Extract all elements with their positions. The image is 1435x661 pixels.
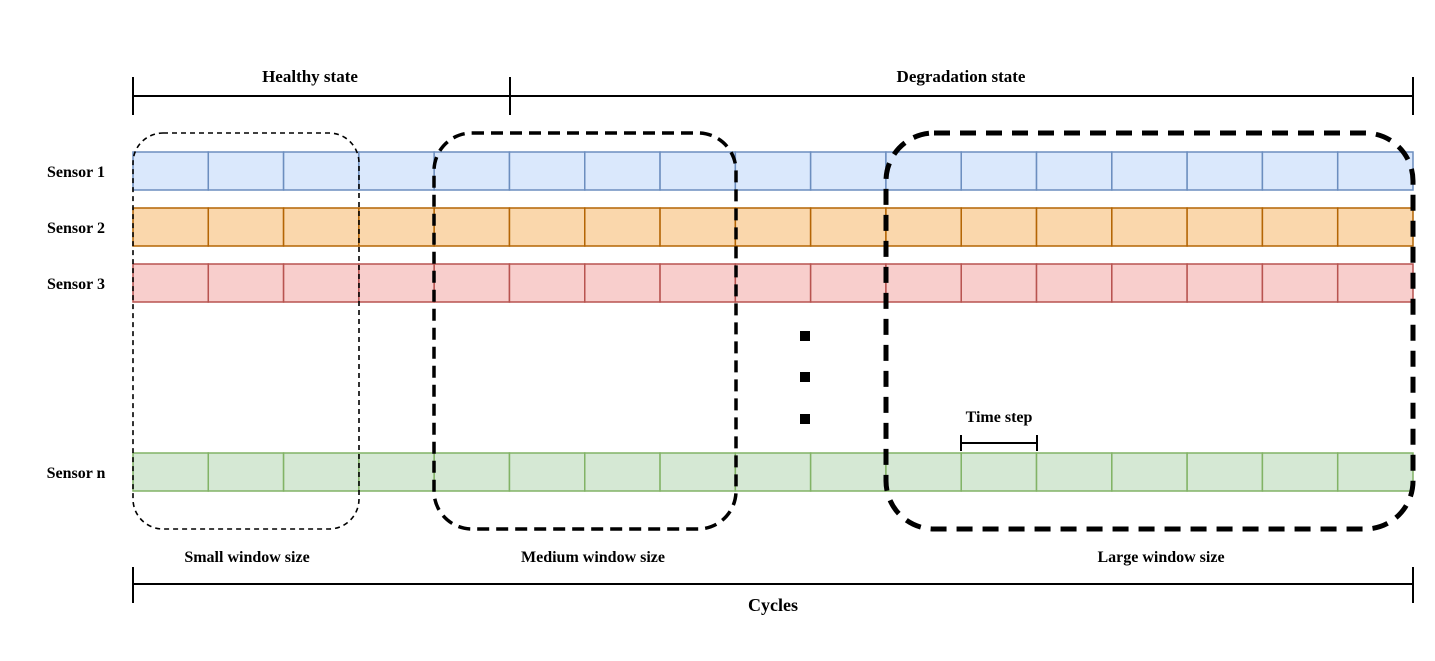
time-step-cell (584, 207, 661, 247)
time-step-cell (1035, 207, 1113, 247)
time-step-cell (809, 263, 887, 303)
time-step-cell (358, 151, 435, 191)
sensor-label-n: Sensor n (47, 465, 106, 482)
time-step-cell (207, 151, 285, 191)
time-step-cell (132, 207, 210, 247)
time-step-cell (1111, 452, 1188, 492)
time-step-cell (1336, 151, 1414, 191)
time-step-cell (508, 452, 586, 492)
sensor-label-3: Sensor 3 (47, 276, 105, 293)
time-step-cell (584, 263, 661, 303)
degradation-state-label: Degradation state (897, 67, 1026, 86)
small-window-box (132, 132, 360, 530)
time-step-cell (1186, 263, 1264, 303)
time-step-cell (1035, 263, 1113, 303)
time-step-cell (960, 207, 1038, 247)
time-step-cell (433, 452, 511, 492)
healthy-state-label: Healthy state (262, 67, 358, 86)
time-step-cell (433, 263, 511, 303)
ellipsis-dots (800, 331, 810, 424)
time-step-cell (282, 263, 360, 303)
large-window-label: Large window size (1097, 549, 1224, 566)
time-step-cell (809, 452, 887, 492)
time-step-cell (734, 263, 812, 303)
time-step-cell (1035, 452, 1113, 492)
time-step-cell (132, 263, 210, 303)
time-step-cell (960, 263, 1038, 303)
time-step-cell (132, 151, 210, 191)
time-step-cell (508, 263, 586, 303)
medium-window-label: Medium window size (521, 549, 665, 566)
time-step-cell (282, 151, 360, 191)
sensor-row-1 (132, 151, 1414, 191)
time-step-cell (282, 207, 360, 247)
time-step-cell (1035, 151, 1113, 191)
time-step-cell (885, 207, 962, 247)
time-step-cell (207, 263, 285, 303)
state-brackets (132, 77, 1414, 115)
time-step-cell (282, 452, 360, 492)
time-step-cell (1261, 151, 1339, 191)
sensor-row-n (132, 452, 1414, 492)
sensor-row-3 (132, 263, 1414, 303)
time-step-cell (1111, 263, 1188, 303)
time-step-cell (358, 207, 435, 247)
time-step-bracket (960, 435, 1038, 451)
time-step-cell (1186, 452, 1264, 492)
medium-window-box (432, 131, 738, 531)
time-step-cell (1261, 207, 1339, 247)
time-step-cell (734, 151, 812, 191)
time-step-cell (809, 207, 887, 247)
time-step-cell (584, 452, 661, 492)
time-step-cell (584, 151, 661, 191)
time-step-cell (1336, 452, 1414, 492)
small-window-label: Small window size (184, 549, 309, 566)
sensor-row-2 (132, 207, 1414, 247)
time-step-cell (1186, 151, 1264, 191)
time-step-cell (659, 452, 737, 492)
time-step-cell (1261, 263, 1339, 303)
sensor-label-2: Sensor 2 (47, 220, 105, 237)
time-step-cell (508, 207, 586, 247)
time-step-cell (1186, 207, 1264, 247)
time-step-cell (508, 151, 586, 191)
time-step-cell (358, 452, 435, 492)
time-step-cell (358, 263, 435, 303)
sensor-label-1: Sensor 1 (47, 164, 105, 181)
time-step-cell (659, 263, 737, 303)
time-step-cell (433, 151, 511, 191)
time-step-cell (885, 151, 962, 191)
time-step-cell (207, 452, 285, 492)
time-step-cell (132, 452, 210, 492)
time-step-cell (1111, 151, 1188, 191)
time-step-cell (1336, 263, 1414, 303)
time-step-cell (1111, 207, 1188, 247)
time-step-cell (433, 207, 511, 247)
time-step-cell (734, 452, 812, 492)
time-step-cell (1261, 452, 1339, 492)
time-step-cell (960, 452, 1038, 492)
time-step-cell (659, 151, 737, 191)
time-step-cell (734, 207, 812, 247)
time-step-cell (659, 207, 737, 247)
time-step-cell (885, 452, 962, 492)
cycles-label: Cycles (748, 595, 798, 615)
time-step-cell (1336, 207, 1414, 247)
large-window-box (883, 130, 1416, 532)
cycles-bracket (132, 567, 1414, 603)
time-step-cell (207, 207, 285, 247)
time-step-cell (809, 151, 887, 191)
time-step-cell (960, 151, 1038, 191)
time-step-label: Time step (966, 409, 1033, 426)
time-step-cell (885, 263, 962, 303)
